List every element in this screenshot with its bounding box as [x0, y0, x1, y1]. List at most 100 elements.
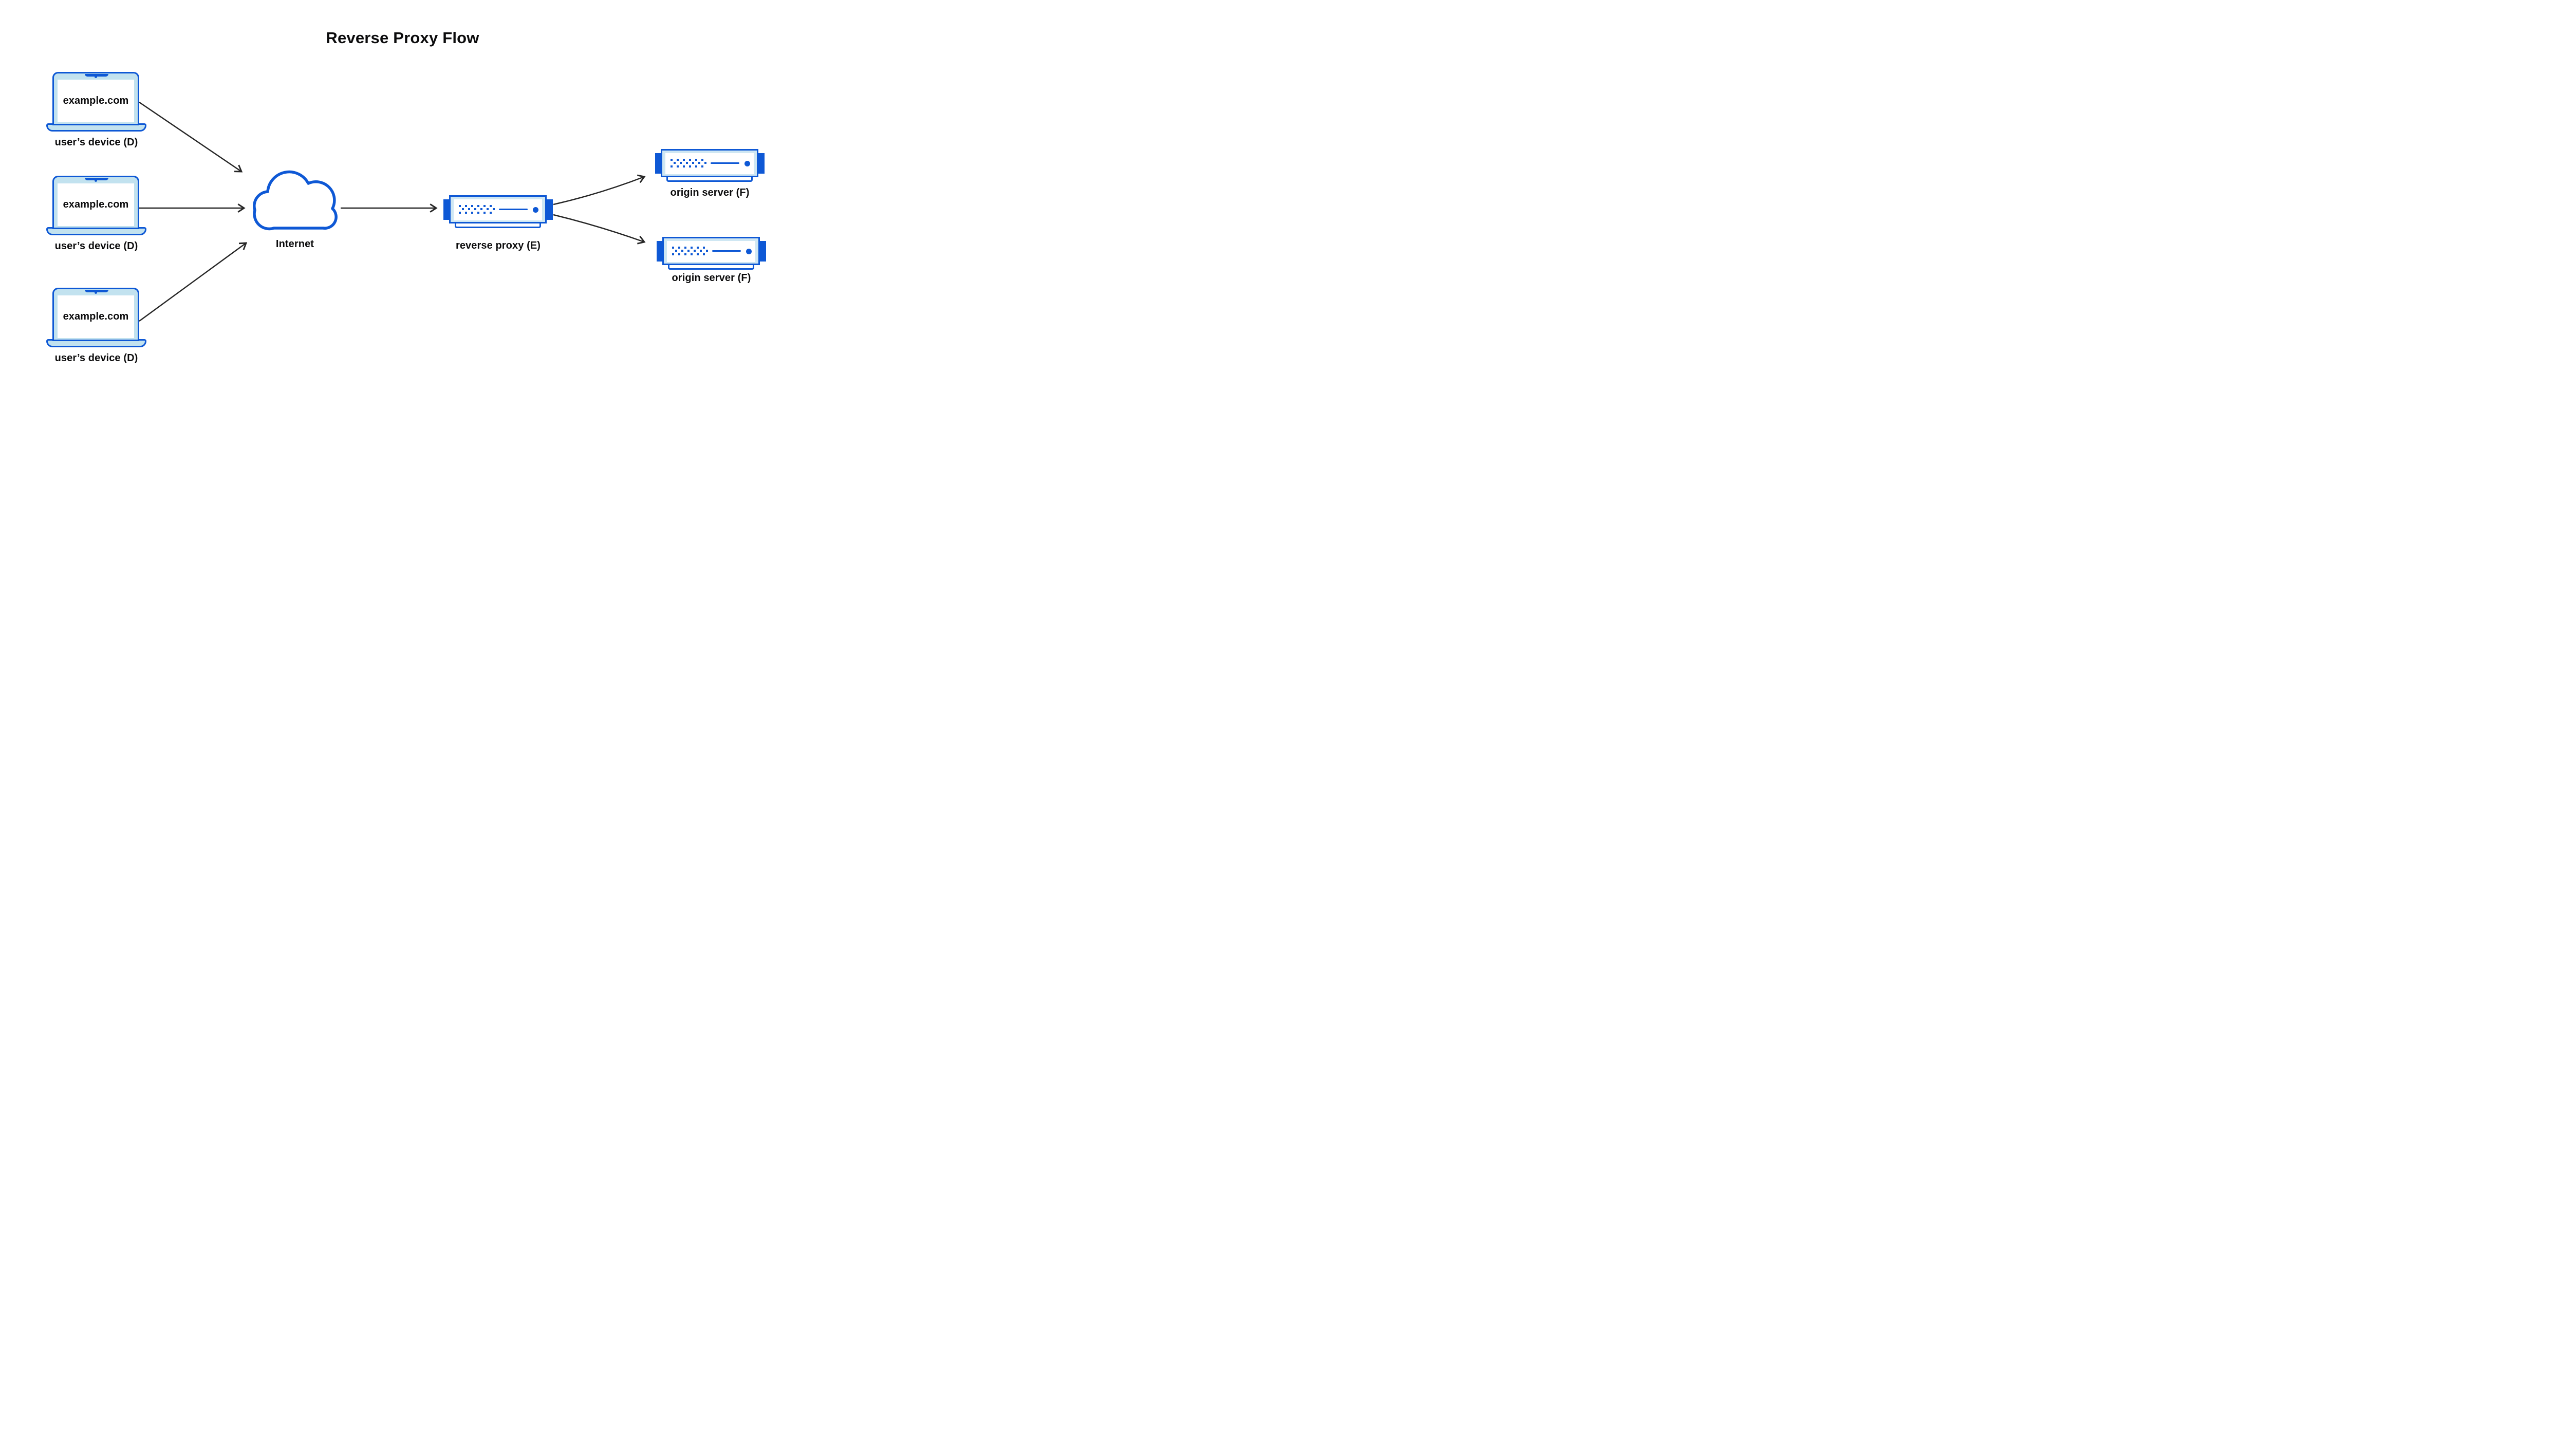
- server-led-icon: [744, 161, 750, 166]
- server-dot: [703, 253, 705, 255]
- server-dot: [684, 247, 686, 249]
- server-dot: [681, 250, 683, 252]
- cloud-icon: [253, 170, 338, 231]
- screen-url-text: example.com: [63, 311, 129, 322]
- server-dot: [698, 162, 700, 164]
- server-dot: [703, 247, 705, 249]
- server-mount-ear-right: [547, 199, 553, 220]
- server-dot: [691, 247, 693, 249]
- arrowhead-icon: [430, 203, 438, 213]
- server-dot: [480, 208, 482, 211]
- server-dot: [477, 205, 479, 207]
- origin-server-1-label: origin server (F): [670, 187, 750, 198]
- server-dot: [692, 162, 694, 164]
- server-dot: [701, 159, 703, 161]
- laptop-icon: example.com: [46, 176, 146, 235]
- server-dot: [691, 253, 693, 255]
- server-dot: [675, 250, 677, 252]
- laptop-screen: example.com: [58, 80, 134, 122]
- laptop-body: example.com: [52, 288, 139, 341]
- server-dot: [477, 211, 479, 214]
- camera-dot-icon: [95, 179, 97, 182]
- server-dot: [459, 205, 461, 207]
- server-dot: [672, 253, 674, 255]
- screen-url-text: example.com: [63, 95, 129, 106]
- server-dot: [695, 159, 697, 161]
- arrow-user-device-3-to-internet: [139, 242, 247, 322]
- camera-dot-icon: [95, 76, 97, 78]
- server-dot: [684, 253, 686, 255]
- diagram-title: Reverse Proxy Flow: [326, 29, 479, 47]
- server-led-icon: [533, 207, 538, 213]
- laptop-screen: example.com: [58, 295, 134, 338]
- server-dot: [677, 165, 679, 167]
- arrowhead-icon: [637, 236, 646, 245]
- camera-dot-icon: [95, 291, 97, 294]
- server-slot-icon: [711, 162, 739, 164]
- server-mount-ear-left: [443, 199, 449, 220]
- server-dot: [490, 211, 492, 214]
- server-mount-ear-left: [655, 153, 661, 174]
- server-dot: [697, 253, 699, 255]
- server-faceplate: [665, 153, 754, 174]
- server-dot: [694, 250, 696, 252]
- laptop-screen: example.com: [58, 183, 134, 226]
- server-dot: [687, 250, 690, 252]
- server-dot: [689, 159, 691, 161]
- laptop-hinge: [84, 289, 108, 292]
- server-dot: [468, 208, 470, 211]
- server-dot: [671, 165, 673, 167]
- server-icon: [662, 237, 760, 265]
- server-dot: [700, 250, 702, 252]
- origin-server-2-label: origin server (F): [672, 272, 751, 284]
- server-dot: [674, 162, 676, 164]
- server-dot: [701, 165, 703, 167]
- server-slot-icon: [499, 209, 528, 210]
- server-mount-ear-right: [758, 153, 765, 174]
- server-dot: [483, 211, 486, 214]
- server-dot: [471, 211, 473, 214]
- laptop-icon: example.com: [46, 288, 146, 347]
- server-dot: [459, 211, 461, 214]
- arrowhead-icon: [234, 164, 243, 173]
- server-dot: [462, 208, 464, 211]
- server-dot: [689, 165, 691, 167]
- server-icon: [661, 149, 758, 177]
- server-dot: [680, 162, 682, 164]
- arrowhead-icon: [237, 203, 246, 213]
- laptop-body: example.com: [52, 176, 139, 229]
- server-dot: [695, 165, 697, 167]
- server-icon: [449, 195, 547, 223]
- internet-label: Internet: [275, 238, 314, 250]
- server-dot: [465, 211, 467, 214]
- arrow-user-device-1-to-internet: [139, 101, 242, 173]
- server-dot: [465, 205, 467, 207]
- server-dot: [677, 159, 679, 161]
- server-dot: [493, 208, 495, 211]
- server-dot: [474, 208, 476, 211]
- server-dot: [678, 247, 680, 249]
- server-led-icon: [746, 249, 752, 254]
- server-dot: [471, 205, 473, 207]
- server-dots: [671, 159, 712, 168]
- server-mount-ear-right: [760, 241, 766, 262]
- laptop-hinge: [84, 177, 108, 180]
- server-dot: [487, 208, 489, 211]
- laptop-icon: example.com: [46, 72, 146, 132]
- device-3-label: user’s device (D): [54, 352, 138, 364]
- arrowhead-icon: [637, 174, 646, 183]
- device-2-label: user’s device (D): [54, 240, 138, 252]
- arrow-reverse-proxy-to-origin-server-1: [553, 176, 645, 206]
- server-faceplate: [667, 241, 755, 262]
- server-dot: [706, 250, 708, 252]
- server-dot: [671, 159, 673, 161]
- server-dots: [459, 205, 500, 214]
- server-dots: [672, 247, 713, 256]
- server-dot: [678, 253, 680, 255]
- server-dot: [704, 162, 706, 164]
- server-mount-ear-left: [657, 241, 662, 262]
- arrow-reverse-proxy-to-origin-server-2: [553, 214, 645, 243]
- server-dot: [672, 247, 674, 249]
- server-dot: [697, 247, 699, 249]
- server-slot-icon: [712, 250, 741, 252]
